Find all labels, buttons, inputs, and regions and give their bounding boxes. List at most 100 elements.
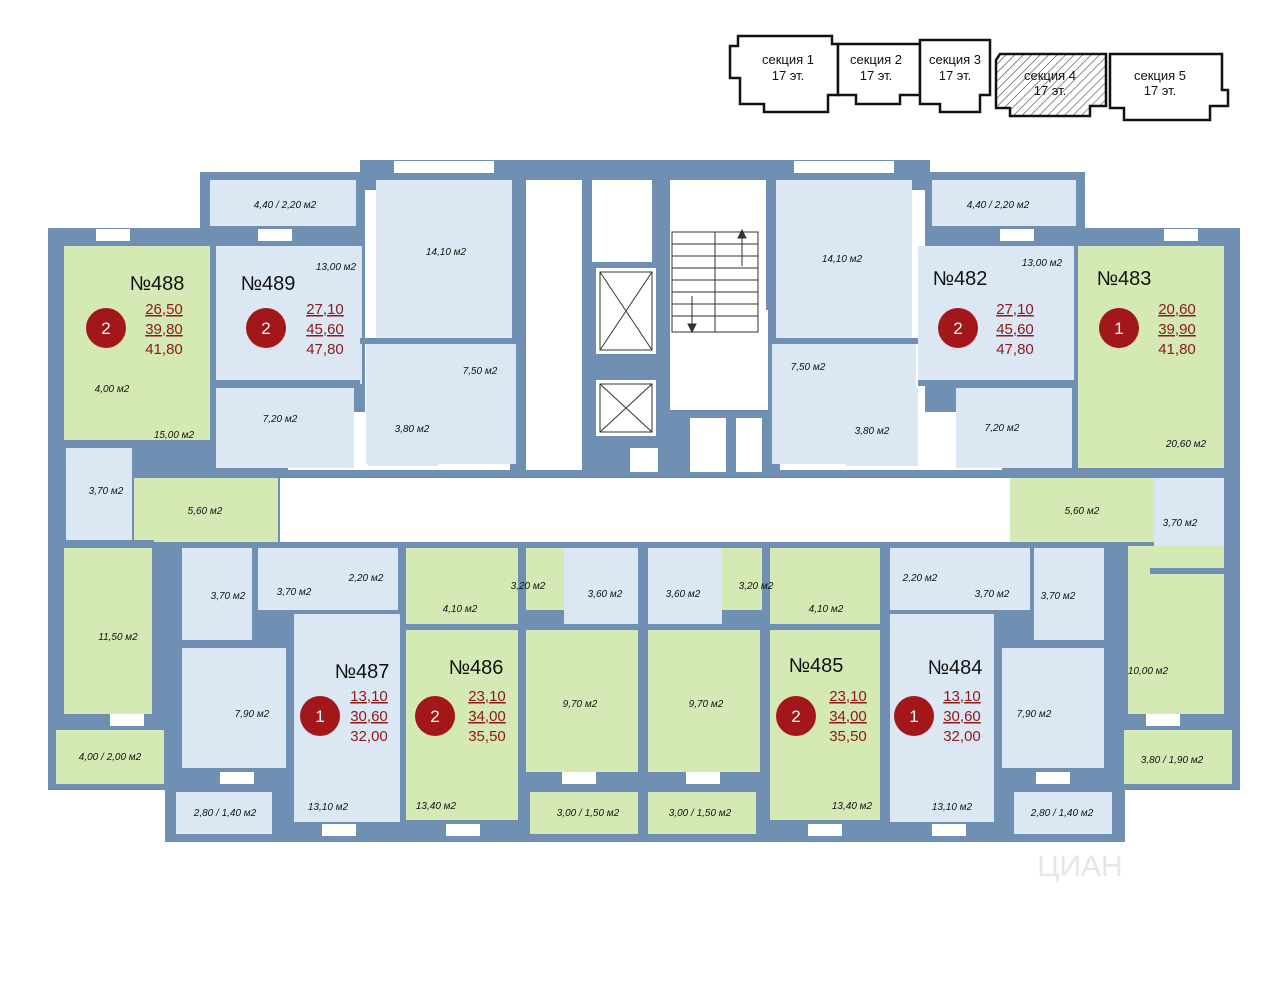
- room-area: 3,20 м2: [511, 581, 546, 592]
- section-floors: 17 эт.: [1144, 83, 1177, 98]
- room-count: 1: [1114, 319, 1123, 338]
- section-3[interactable]: секция 3 17 эт.: [918, 38, 992, 114]
- room-count: 2: [430, 707, 439, 726]
- room-count: 2: [261, 319, 270, 338]
- room-area: 7,20 м2: [263, 414, 298, 425]
- room-count-badge: [894, 696, 934, 736]
- room-area: 3,70 м2: [277, 587, 312, 598]
- room-area: 3,70 м2: [975, 589, 1010, 600]
- living-area: 23,10: [468, 688, 506, 705]
- room-count: 2: [791, 707, 800, 726]
- room-area: 3,70 м2: [89, 486, 124, 497]
- section-floors: 17 эт.: [772, 68, 805, 83]
- living-area: 23,10: [829, 688, 867, 705]
- room-area: 13,40 м2: [416, 801, 457, 812]
- room-area: 13,00 м2: [1022, 258, 1063, 269]
- apartment-488[interactable]: №488 2 26,50 39,80 41,80: [86, 273, 184, 358]
- room-area: 13,00 м2: [316, 262, 357, 273]
- total-area: 47,80: [996, 341, 1034, 358]
- apartment-483[interactable]: №483 1 20,60 39,90 41,80: [1097, 268, 1196, 358]
- living-area: 13,10: [943, 688, 981, 705]
- room-area: 7,90 м2: [1017, 709, 1052, 720]
- room-area: 3,00 / 1,50 м2: [557, 808, 620, 819]
- living-total-area: 30,60: [943, 708, 981, 725]
- partitions: [60, 338, 1226, 834]
- section-1[interactable]: секция 1 17 эт.: [728, 34, 840, 114]
- apartment-number: №487: [335, 661, 390, 683]
- room-area: 3,80 м2: [855, 426, 890, 437]
- room-area: 2,80 / 1,40 м2: [1030, 808, 1094, 819]
- total-area: 35,50: [468, 728, 506, 745]
- room-count-badge: [776, 696, 816, 736]
- total-area: 32,00: [943, 728, 981, 745]
- room-count-badge: [415, 696, 455, 736]
- apartment-number: №482: [933, 268, 988, 290]
- section-map: секция 1 17 эт. секция 2 17 эт. секция 3…: [728, 34, 1230, 122]
- section-floors: 17 эт.: [860, 68, 893, 83]
- section-4-current[interactable]: секция 4 17 эт.: [994, 52, 1108, 118]
- apartment-484[interactable]: №484 1 13,10 30,60 32,00: [894, 657, 982, 745]
- apartment-number: №485: [789, 655, 844, 677]
- living-area: 20,60: [1158, 301, 1196, 318]
- section-floors: 17 эт.: [939, 68, 972, 83]
- room-area-labels: 4,40 / 2,20 м2 14,10 м2 13,00 м2 7,50 м2…: [79, 200, 1207, 819]
- apartment-number: №484: [928, 657, 983, 679]
- living-total-area: 30,60: [350, 708, 388, 725]
- apartment-number: №483: [1097, 268, 1152, 290]
- room-area: 13,10 м2: [308, 802, 349, 813]
- section-name: секция 4: [1024, 68, 1076, 83]
- living-area: 27,10: [996, 301, 1034, 318]
- room-count-badge: [1099, 308, 1139, 348]
- total-area: 47,80: [306, 341, 344, 358]
- room-count-badge: [938, 308, 978, 348]
- room-area: 7,20 м2: [985, 423, 1020, 434]
- section-2[interactable]: секция 2 17 эт.: [836, 42, 922, 106]
- apartment-489[interactable]: №489 2 27,10 45,60 47,80: [241, 273, 344, 358]
- apartment-486[interactable]: №486 2 23,10 34,00 35,50: [415, 657, 506, 745]
- apartment-482[interactable]: №482 2 27,10 45,60 47,80: [933, 268, 1034, 358]
- rooms: [56, 180, 1232, 834]
- room-area: 7,90 м2: [235, 709, 270, 720]
- room-area: 4,10 м2: [809, 604, 844, 615]
- room-area: 11,50 м2: [98, 632, 138, 643]
- room-area: 13,10 м2: [932, 802, 973, 813]
- total-area: 41,80: [1158, 341, 1196, 358]
- room-count: 2: [953, 319, 962, 338]
- room-area: 5,60 м2: [1065, 506, 1100, 517]
- apartment-485[interactable]: №485 2 23,10 34,00 35,50: [776, 655, 867, 745]
- room-count-badge: [86, 308, 126, 348]
- room-count: 1: [909, 707, 918, 726]
- room-area: 3,70 м2: [1041, 591, 1076, 602]
- apartment-number: №488: [130, 273, 185, 295]
- room-area: 3,70 м2: [211, 591, 246, 602]
- room-area: 4,10 м2: [443, 604, 478, 615]
- total-area: 41,80: [145, 341, 183, 358]
- total-area: 32,00: [350, 728, 388, 745]
- living-total-area: 34,00: [468, 708, 506, 725]
- apartment-number: №486: [449, 657, 504, 679]
- room-area: 3,20 м2: [739, 581, 774, 592]
- room-area: 9,70 м2: [563, 699, 598, 710]
- room-count-badge: [246, 308, 286, 348]
- room-area: 2,80 / 1,40 м2: [193, 808, 257, 819]
- living-area: 26,50: [145, 301, 183, 318]
- apartment-487[interactable]: №487 1 13,10 30,60 32,00: [300, 661, 389, 745]
- windows: [96, 161, 1198, 836]
- living-area: 13,10: [350, 688, 388, 705]
- room-area: 20,60 м2: [1165, 439, 1207, 450]
- room-count: 2: [101, 319, 110, 338]
- room-area: 9,70 м2: [689, 699, 724, 710]
- section-5[interactable]: секция 5 17 эт.: [1108, 52, 1230, 122]
- section-name: секция 1: [762, 52, 814, 67]
- room-area: 13,40 м2: [832, 801, 873, 812]
- room-area: 3,00 / 1,50 м2: [669, 808, 732, 819]
- section-name: секция 5: [1134, 68, 1186, 83]
- living-total-area: 45,60: [996, 321, 1034, 338]
- living-total-area: 39,90: [1158, 321, 1196, 338]
- room-area: 15,00 м2: [154, 430, 195, 441]
- room-area: 5,60 м2: [188, 506, 223, 517]
- room-area: 2,20 м2: [348, 573, 384, 584]
- section-name: секция 2: [850, 52, 902, 67]
- stairs: [599, 228, 759, 433]
